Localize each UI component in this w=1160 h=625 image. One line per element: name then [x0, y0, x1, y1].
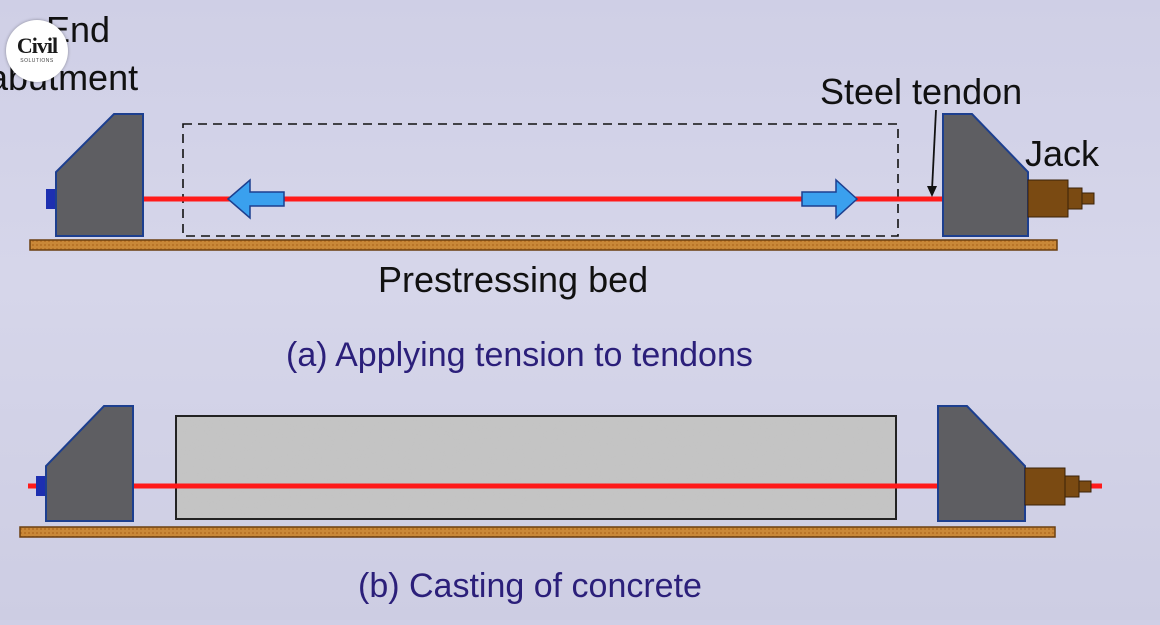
concrete-member	[175, 415, 897, 520]
end-abutment-left-b	[45, 405, 134, 522]
jack-a	[1027, 179, 1095, 218]
anchor-plate-left-a	[46, 189, 56, 209]
steel-tendon-label: Steel tendon	[820, 71, 1023, 112]
logo-text: Civil	[16, 33, 58, 58]
caption-b: (b) Casting of concrete	[358, 567, 702, 605]
prestressing-bed-label: Prestressing bed	[378, 259, 649, 300]
civil-logo: Civil SOLUTIONS	[6, 20, 68, 82]
jack-label: Jack	[1025, 133, 1100, 174]
diagram-a	[29, 109, 1095, 251]
steel-tendon-pointer	[927, 109, 937, 197]
dashed-casting-zone	[182, 123, 899, 237]
end-abutment-right-a	[942, 113, 1029, 237]
logo-subtext: SOLUTIONS	[20, 58, 54, 64]
tension-arrow-right	[801, 178, 859, 220]
caption-a: (a) Applying tension to tendons	[286, 336, 753, 374]
end-abutment-left-a	[55, 113, 144, 237]
anchor-plate-left-b	[36, 476, 46, 496]
prestressing-bed-a	[29, 239, 1058, 251]
end-abutment-right-b	[937, 405, 1026, 522]
tension-arrow-left	[226, 178, 285, 220]
diagram-b	[19, 405, 1102, 538]
jack-b	[1024, 467, 1092, 506]
prestressing-bed-b	[19, 526, 1056, 538]
